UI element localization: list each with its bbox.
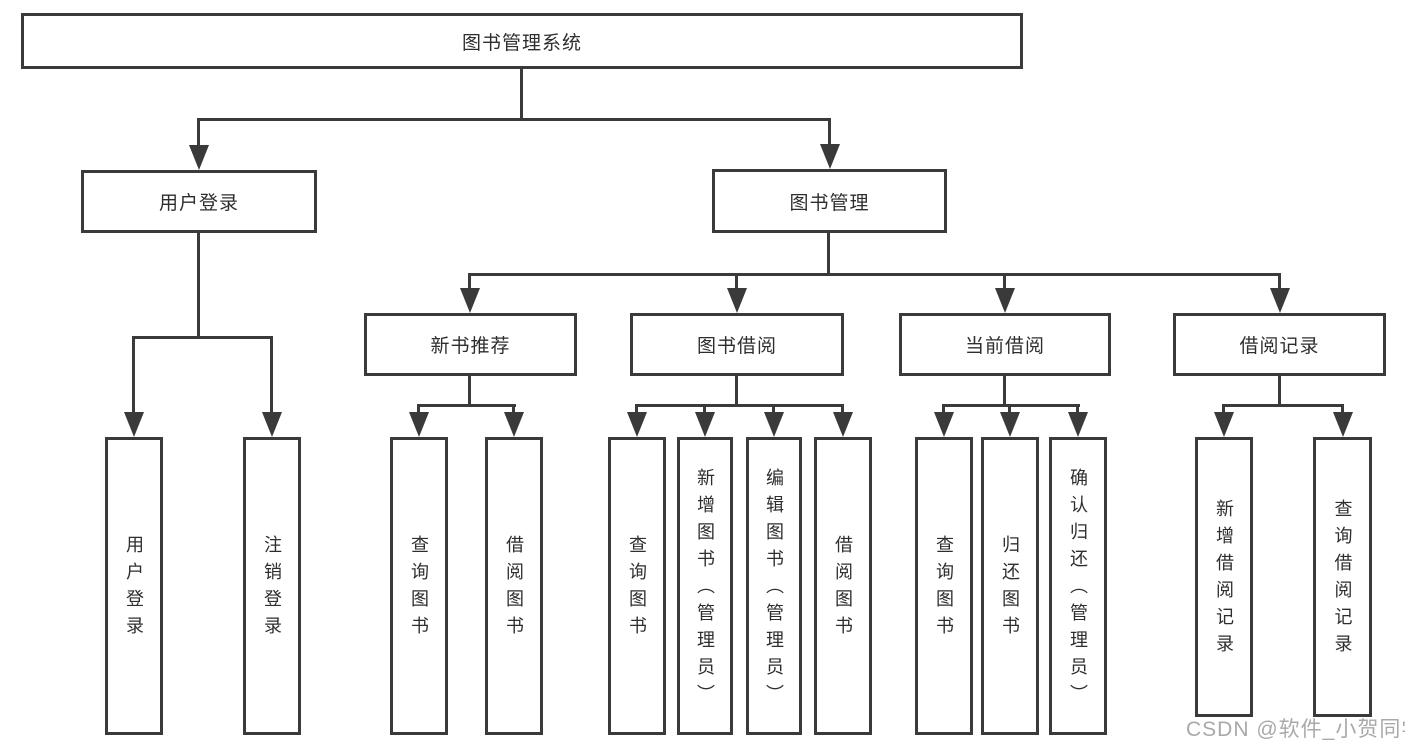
- connector-vline: [772, 404, 775, 414]
- node-current-borrow: 当前借阅: [899, 313, 1111, 376]
- node-book-management: 图书管理: [712, 169, 947, 233]
- connector-arrowhead: [1068, 412, 1088, 437]
- connector-vline: [1341, 404, 1344, 414]
- node-book-borrow: 图书借阅: [630, 313, 844, 376]
- connector-arrowhead: [460, 288, 480, 313]
- connector-hline: [468, 273, 1281, 276]
- connector-vline: [1008, 404, 1011, 414]
- connector-arrowhead: [262, 412, 282, 437]
- connector-vline: [1278, 273, 1281, 290]
- connector-hline: [417, 404, 516, 407]
- leaf-add-borrow-record: 新增借阅记录: [1195, 437, 1253, 717]
- connector-vline: [942, 404, 945, 414]
- leaf-borrow-books: 借阅图书: [814, 437, 872, 735]
- connector-arrowhead: [124, 412, 144, 437]
- connector-hline: [197, 118, 831, 121]
- connector-hline: [635, 404, 843, 407]
- connector-arrowhead: [833, 412, 853, 437]
- connector-hline: [942, 404, 1080, 407]
- connector-arrowhead: [627, 412, 647, 437]
- connector-vline: [1278, 376, 1281, 407]
- leaf-return-books: 归还图书: [981, 437, 1039, 735]
- leaf-query-books-recommend: 查询图书: [390, 437, 448, 735]
- leaf-query-borrow-record: 查询借阅记录: [1313, 437, 1372, 717]
- node-root-library-system: 图书管理系统: [21, 13, 1023, 69]
- connector-arrowhead: [727, 288, 747, 313]
- connector-arrowhead: [409, 412, 429, 437]
- leaf-edit-books-admin: 编辑图书（管理员）: [746, 437, 802, 735]
- connector-vline: [1003, 376, 1006, 407]
- leaf-borrow-books-recommend: 借阅图书: [485, 437, 543, 735]
- connector-vline: [827, 233, 830, 273]
- leaf-query-books-borrow: 查询图书: [608, 437, 666, 735]
- connector-arrowhead: [934, 412, 954, 437]
- leaf-confirm-return-admin: 确认归还（管理员）: [1049, 437, 1107, 735]
- connector-arrowhead: [1214, 412, 1234, 437]
- connector-arrowhead: [1270, 288, 1290, 313]
- connector-vline: [735, 273, 738, 290]
- node-borrow-records: 借阅记录: [1173, 313, 1386, 376]
- leaf-logout: 注销登录: [243, 437, 301, 735]
- connector-vline: [270, 336, 273, 414]
- connector-vline: [1222, 404, 1225, 414]
- connector-hline: [1222, 404, 1343, 407]
- node-user-login: 用户登录: [81, 170, 317, 233]
- connector-arrowhead: [695, 412, 715, 437]
- connector-vline: [197, 118, 200, 146]
- csdn-watermark: CSDN @软件_小贺同学: [1186, 718, 1405, 741]
- connector-vline: [520, 69, 523, 118]
- node-new-book-recommend: 新书推荐: [364, 313, 577, 376]
- connector-vline: [828, 118, 831, 146]
- connector-vline: [735, 376, 738, 407]
- connector-vline: [1003, 273, 1006, 290]
- connector-arrowhead: [764, 412, 784, 437]
- connector-vline: [132, 336, 135, 414]
- connector-vline: [703, 404, 706, 414]
- connector-vline: [417, 404, 420, 414]
- connector-vline: [197, 233, 200, 336]
- connector-vline: [512, 404, 515, 414]
- connector-arrowhead: [189, 145, 209, 170]
- connector-arrowhead: [504, 412, 524, 437]
- leaf-user-login: 用户登录: [105, 437, 163, 735]
- connector-vline: [635, 404, 638, 414]
- leaf-add-books-admin: 新增图书（管理员）: [677, 437, 733, 735]
- connector-vline: [468, 376, 471, 407]
- connector-arrowhead: [820, 144, 840, 169]
- leaf-query-books-current: 查询图书: [915, 437, 973, 735]
- connector-arrowhead: [1000, 412, 1020, 437]
- connector-vline: [1076, 404, 1079, 414]
- connector-vline: [841, 404, 844, 414]
- connector-hline: [132, 336, 273, 339]
- connector-vline: [468, 273, 471, 290]
- connector-arrowhead: [1333, 412, 1353, 437]
- connector-arrowhead: [995, 288, 1015, 313]
